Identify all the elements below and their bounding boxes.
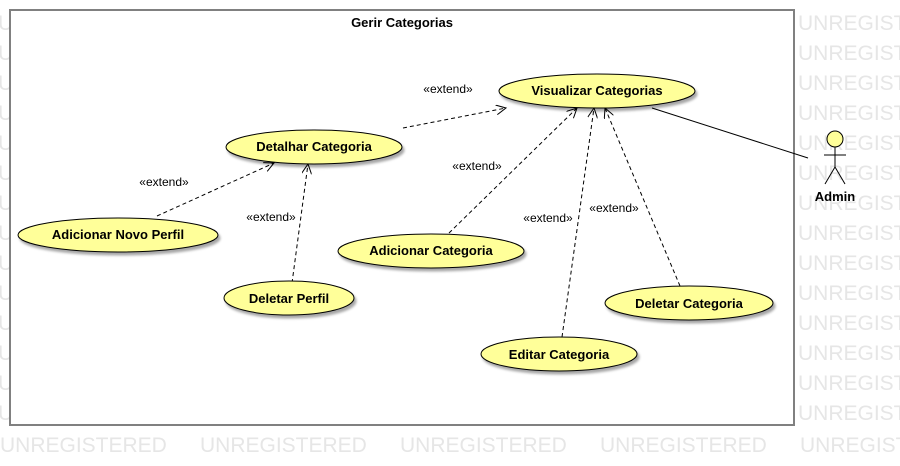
extend-label: «extend»	[246, 210, 296, 224]
use-case-label: Adicionar Novo Perfil	[52, 227, 184, 242]
watermark-text: UNREGISTERED	[798, 312, 900, 335]
stick-figure-icon	[824, 130, 846, 185]
watermark-text: UNREGISTERED	[800, 434, 900, 457]
watermark-text: UNREGISTERED	[0, 434, 167, 457]
watermark-text: UNREGISTERED	[400, 434, 567, 457]
watermark-right: UNREGISTERED UNREGISTERED UNREGISTERED UNRE…	[798, 12, 900, 425]
use-case-editar-categoria[interactable]: Editar Categoria	[480, 336, 638, 372]
extend-label: «extend»	[452, 159, 502, 173]
extend-adicionar-categoria-visualizar	[448, 108, 577, 234]
watermark-text: UNREGISTERED	[798, 102, 900, 125]
watermark-text: UNREGISTERED	[200, 434, 367, 457]
use-case-deletar-categoria[interactable]: Deletar Categoria	[604, 285, 774, 321]
extend-label: «extend»	[139, 175, 189, 189]
system-boundary	[9, 9, 795, 426]
system-title: Gerir Categorias	[351, 15, 453, 30]
actor-label: Admin	[815, 189, 856, 204]
use-case-label: Adicionar Categoria	[369, 243, 493, 258]
extend-deletar-perfil-detalhar	[291, 164, 308, 284]
use-case-visualizar-categorias[interactable]: Visualizar Categorias	[498, 73, 696, 109]
watermark-text: UNREGISTERED	[798, 192, 900, 215]
extend-detalhar-visualizar	[402, 108, 506, 129]
use-case-adicionar-categoria[interactable]: Adicionar Categoria	[337, 233, 525, 269]
association-admin-visualizar	[651, 107, 809, 159]
use-case-label: Deletar Categoria	[635, 296, 743, 311]
actor-admin[interactable]: Admin	[815, 130, 856, 204]
use-case-deletar-perfil[interactable]: Deletar Perfil	[223, 280, 355, 316]
watermark-text: UNREGISTERED	[798, 12, 900, 35]
use-case-label: Editar Categoria	[509, 347, 610, 362]
watermark-text: UNREGISTERED	[600, 434, 767, 457]
watermark-text: UNREGISTERED	[798, 282, 900, 305]
watermark-text: UNREGISTERED	[798, 72, 900, 95]
watermark-text: UNREGISTERED	[798, 132, 900, 155]
watermark-text: UNREGISTERED	[798, 162, 900, 185]
use-case-label: Detalhar Categoria	[256, 139, 372, 154]
watermark-text: UNREGISTERED	[798, 252, 900, 275]
extend-label: «extend»	[523, 211, 573, 225]
extend-label: «extend»	[423, 82, 473, 96]
use-case-detalhar-categoria[interactable]: Detalhar Categoria	[225, 129, 403, 165]
watermark-text: UNREGISTERED	[798, 342, 900, 365]
watermark-text: UNREGISTERED	[798, 42, 900, 65]
extend-adicionar-perfil-detalhar	[156, 163, 274, 217]
watermark-text: UNREGISTERED	[798, 402, 900, 425]
watermark-text: UNREGISTERED	[798, 372, 900, 395]
watermark-text: UNREGISTERED	[798, 222, 900, 245]
extend-label: «extend»	[589, 201, 639, 215]
use-case-label: Deletar Perfil	[249, 291, 329, 306]
use-case-adicionar-novo-perfil[interactable]: Adicionar Novo Perfil	[17, 217, 219, 253]
use-case-label: Visualizar Categorias	[531, 83, 662, 98]
extend-editar-categoria-visualizar	[561, 108, 594, 338]
relations: «extend» «extend» «extend» «extend» «ext…	[139, 82, 809, 338]
